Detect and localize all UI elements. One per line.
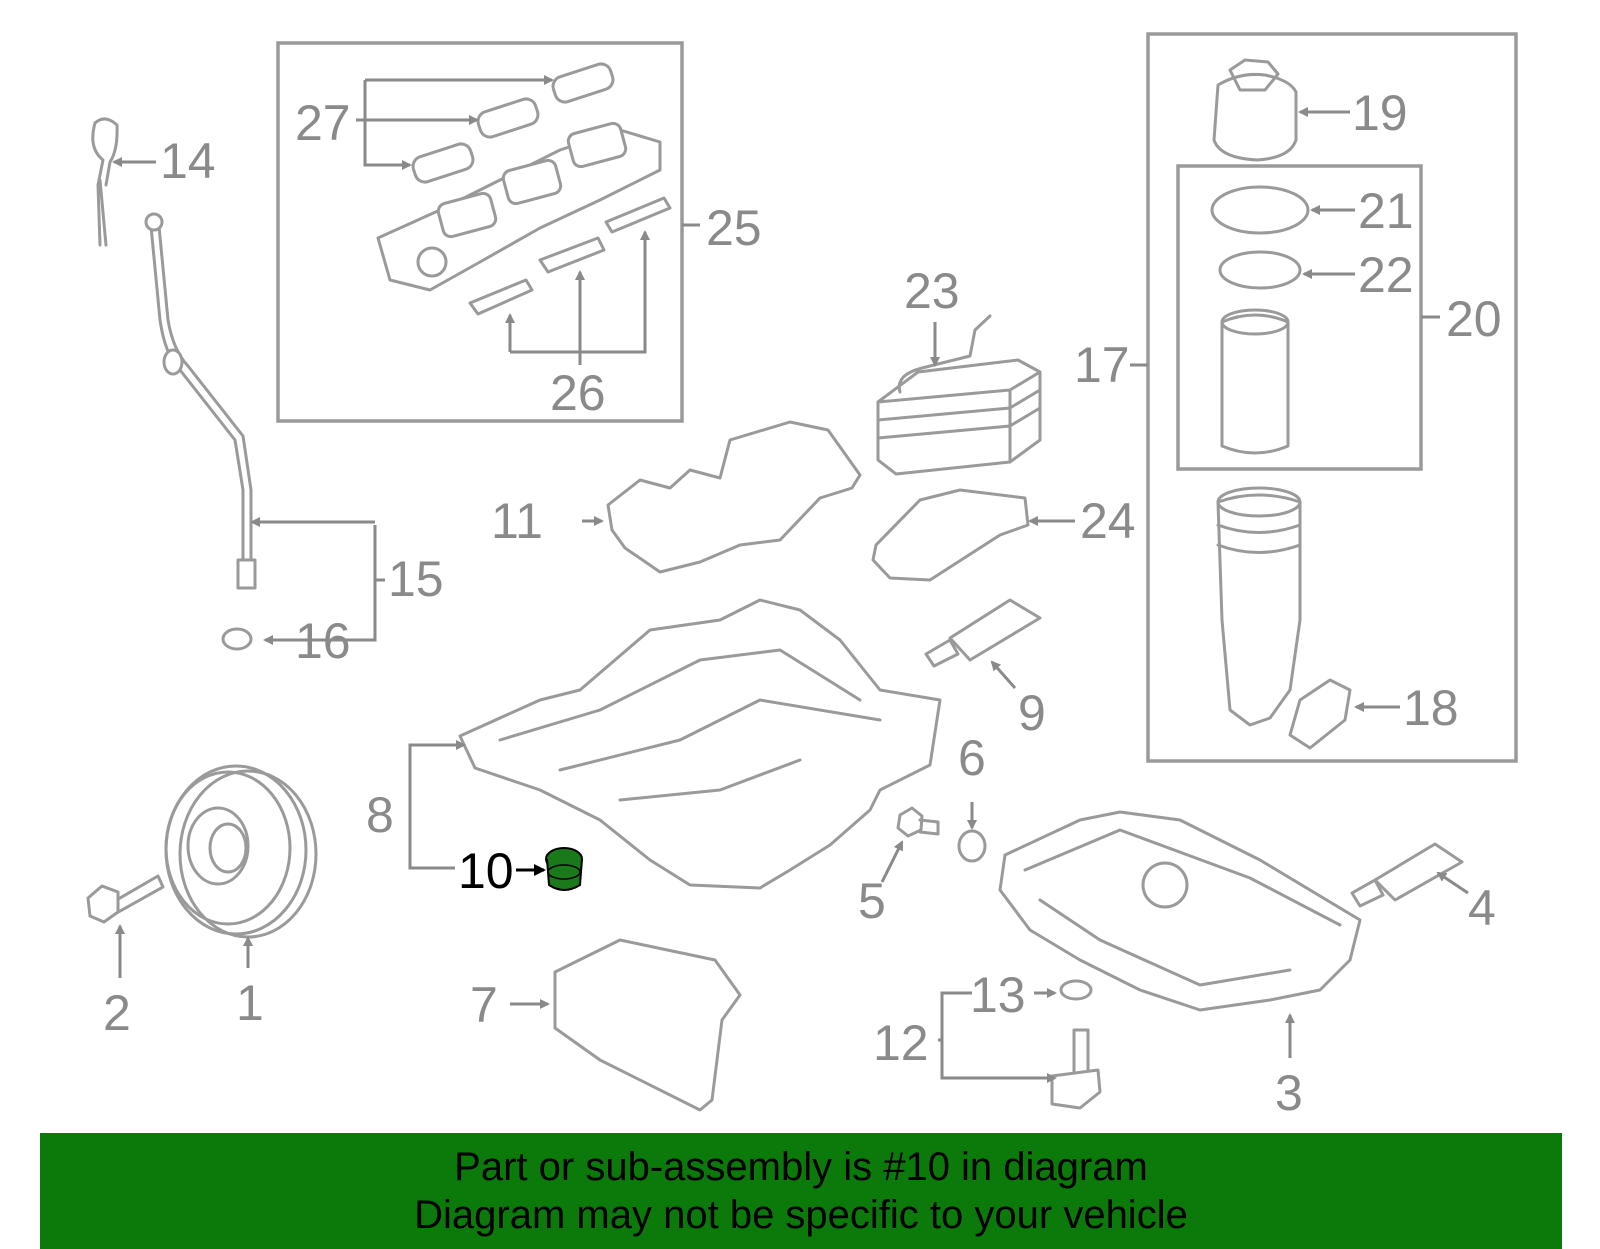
callout-16: 16 bbox=[295, 613, 351, 669]
dipstick-part[interactable] bbox=[91, 117, 119, 247]
callout-17: 17 bbox=[1074, 337, 1130, 393]
drain-plug-seal-part[interactable] bbox=[957, 829, 987, 863]
intake-manifold-part[interactable] bbox=[376, 121, 662, 292]
callout-27: 27 bbox=[295, 95, 351, 151]
callout-12: 12 bbox=[873, 1015, 929, 1071]
filter-seal-small-part[interactable] bbox=[1218, 250, 1302, 290]
banner-line-2: Diagram may not be specific to your vehi… bbox=[414, 1193, 1188, 1237]
lower-cover-part[interactable] bbox=[553, 938, 742, 1112]
oil-cooler-part[interactable] bbox=[876, 314, 1042, 476]
callout-4: 4 bbox=[1468, 880, 1496, 936]
filter-element-part[interactable] bbox=[1220, 308, 1290, 455]
intake-group-box bbox=[276, 41, 684, 423]
highlighted-part-10[interactable] bbox=[545, 847, 583, 891]
sealant-tube-part-4[interactable] bbox=[1350, 842, 1464, 908]
callout-13: 13 bbox=[970, 967, 1026, 1023]
dipstick-tube-part[interactable] bbox=[144, 212, 257, 590]
callout-26: 26 bbox=[550, 365, 606, 421]
callout-19: 19 bbox=[1352, 85, 1408, 141]
callout-24: 24 bbox=[1080, 493, 1136, 549]
callout-3: 3 bbox=[1275, 1065, 1303, 1121]
sensor-oring-part[interactable] bbox=[1059, 979, 1093, 1001]
callout-1: 1 bbox=[236, 975, 264, 1031]
callout-22: 22 bbox=[1358, 247, 1414, 303]
callout-2: 2 bbox=[103, 985, 131, 1041]
callout-23: 23 bbox=[904, 263, 960, 319]
filter-housing-gasket-part[interactable] bbox=[1288, 678, 1352, 750]
callout-15: 15 bbox=[388, 551, 444, 607]
callout-25: 25 bbox=[706, 200, 762, 256]
crankshaft-pulley-part[interactable] bbox=[164, 764, 318, 939]
callout-9: 9 bbox=[1018, 685, 1046, 741]
callout-5: 5 bbox=[858, 873, 886, 929]
callout-14: 14 bbox=[160, 133, 216, 189]
dipstick-oring-part[interactable] bbox=[221, 627, 253, 651]
callout-11: 11 bbox=[491, 493, 543, 549]
callout-21: 21 bbox=[1358, 183, 1414, 239]
callout-10: 10 bbox=[458, 843, 514, 899]
oil-cooler-gasket-part[interactable] bbox=[871, 488, 1030, 582]
callout-7: 7 bbox=[470, 977, 498, 1033]
lower-oil-pan-part[interactable] bbox=[998, 810, 1362, 1012]
intake-gaskets-lower-part[interactable] bbox=[468, 196, 672, 316]
oil-baffle-part[interactable] bbox=[606, 420, 862, 574]
filter-cap-part[interactable] bbox=[1212, 58, 1298, 162]
filter-seal-large-part[interactable] bbox=[1210, 185, 1310, 235]
callout-6: 6 bbox=[958, 730, 986, 786]
oil-filter-housing-box bbox=[1146, 32, 1518, 763]
leader-lines bbox=[112, 75, 1469, 1083]
info-banner: Part or sub-assembly is #10 in diagram D… bbox=[40, 1133, 1562, 1249]
upper-oil-pan-part[interactable] bbox=[458, 598, 942, 890]
intake-gaskets-upper-part[interactable] bbox=[410, 61, 615, 184]
pulley-bolt-part[interactable] bbox=[86, 874, 165, 924]
sealant-tube-part-9[interactable] bbox=[924, 598, 1042, 668]
filter-housing-part[interactable] bbox=[1216, 486, 1302, 727]
callout-8: 8 bbox=[366, 787, 394, 843]
banner-line-1: Part or sub-assembly is #10 in diagram bbox=[454, 1145, 1148, 1189]
drain-plug-part[interactable] bbox=[896, 806, 940, 838]
callout-20: 20 bbox=[1446, 291, 1502, 347]
callout-18: 18 bbox=[1403, 680, 1459, 736]
oil-level-sensor-part[interactable] bbox=[1050, 1028, 1102, 1110]
